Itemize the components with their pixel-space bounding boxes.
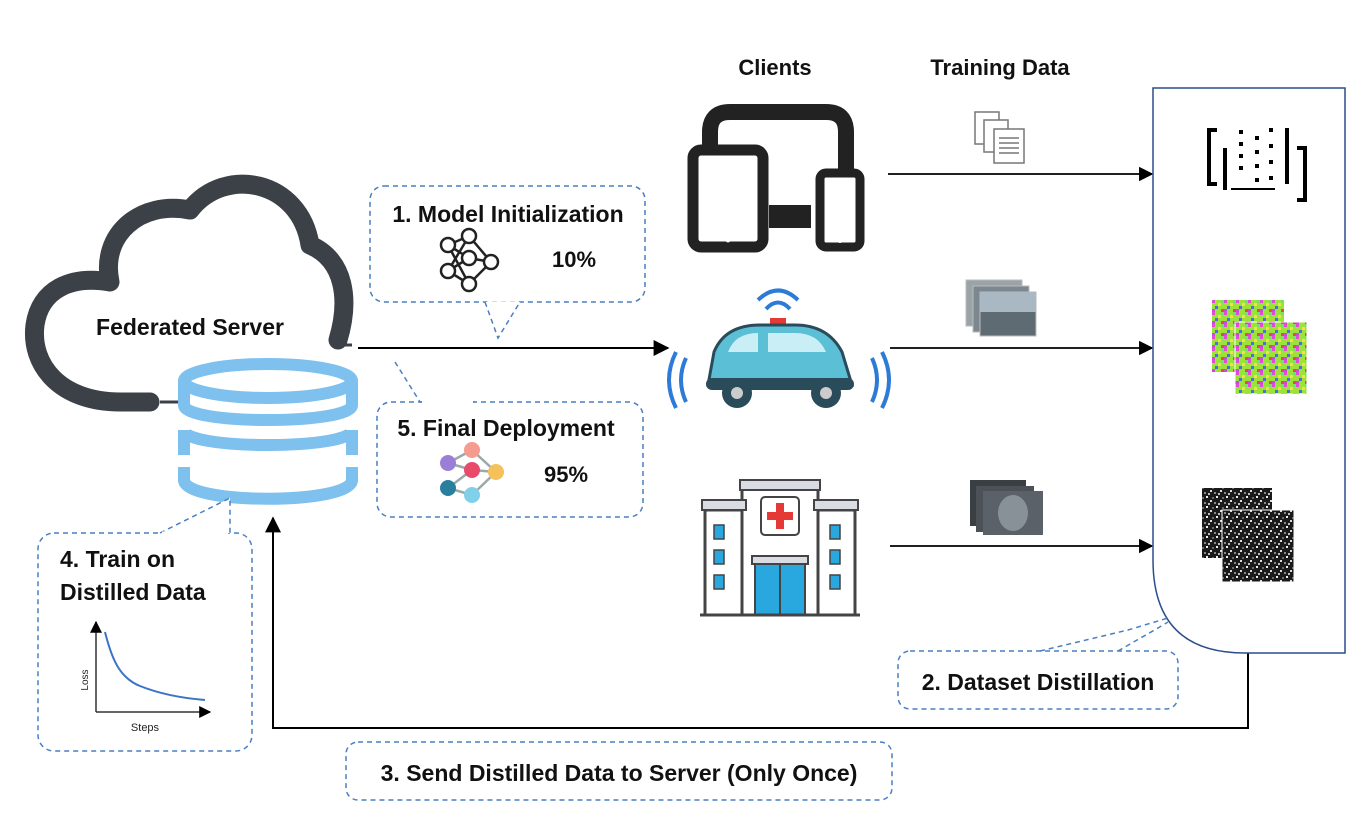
- neural-network-icon: [439, 227, 500, 293]
- train-distilled-line2: Distilled Data: [60, 579, 206, 605]
- autonomous-car-icon: [667, 288, 891, 409]
- hospital-icon: [700, 479, 860, 617]
- loss-axis-label: Loss: [80, 669, 91, 690]
- train-distilled-callout: [37, 496, 253, 752]
- training-data-header: Training Data: [930, 55, 1070, 80]
- steps-axis-label: Steps: [131, 722, 160, 734]
- clients-header: Clients: [738, 55, 811, 80]
- model-initialization-label: 1. Model Initialization: [392, 201, 623, 227]
- loss-curve-plot: [90, 620, 212, 718]
- return-to-server-arrow: [265, 516, 1249, 729]
- init-accuracy: 10%: [552, 247, 596, 272]
- distilled-gray-images: [1202, 488, 1295, 583]
- dataset-distillation-callout: [897, 617, 1179, 710]
- loss-curve: [104, 631, 206, 701]
- final-deployment-label: 5. Final Deployment: [397, 415, 615, 441]
- driving-image-thumbnails: [965, 279, 1037, 337]
- dataset-distillation-label: 2. Dataset Distillation: [922, 669, 1155, 695]
- send-distilled-label: 3. Send Distilled Data to Server (Only O…: [381, 760, 858, 786]
- server-title: Federated Server: [96, 314, 284, 340]
- documents-icon: [974, 111, 1025, 164]
- trained-network-icon: [440, 442, 504, 503]
- train-distilled-line1: 4. Train on: [60, 546, 175, 572]
- model-initialization-callout: [369, 185, 646, 340]
- distilled-color-images: [1212, 300, 1308, 395]
- database-icon: [178, 358, 358, 505]
- final-accuracy: 95%: [544, 462, 588, 487]
- distilled-text-icon: [1207, 128, 1307, 202]
- send-distilled-callout: [345, 741, 893, 801]
- xray-image-thumbnails: [970, 480, 1043, 535]
- devices-icon: [687, 104, 865, 253]
